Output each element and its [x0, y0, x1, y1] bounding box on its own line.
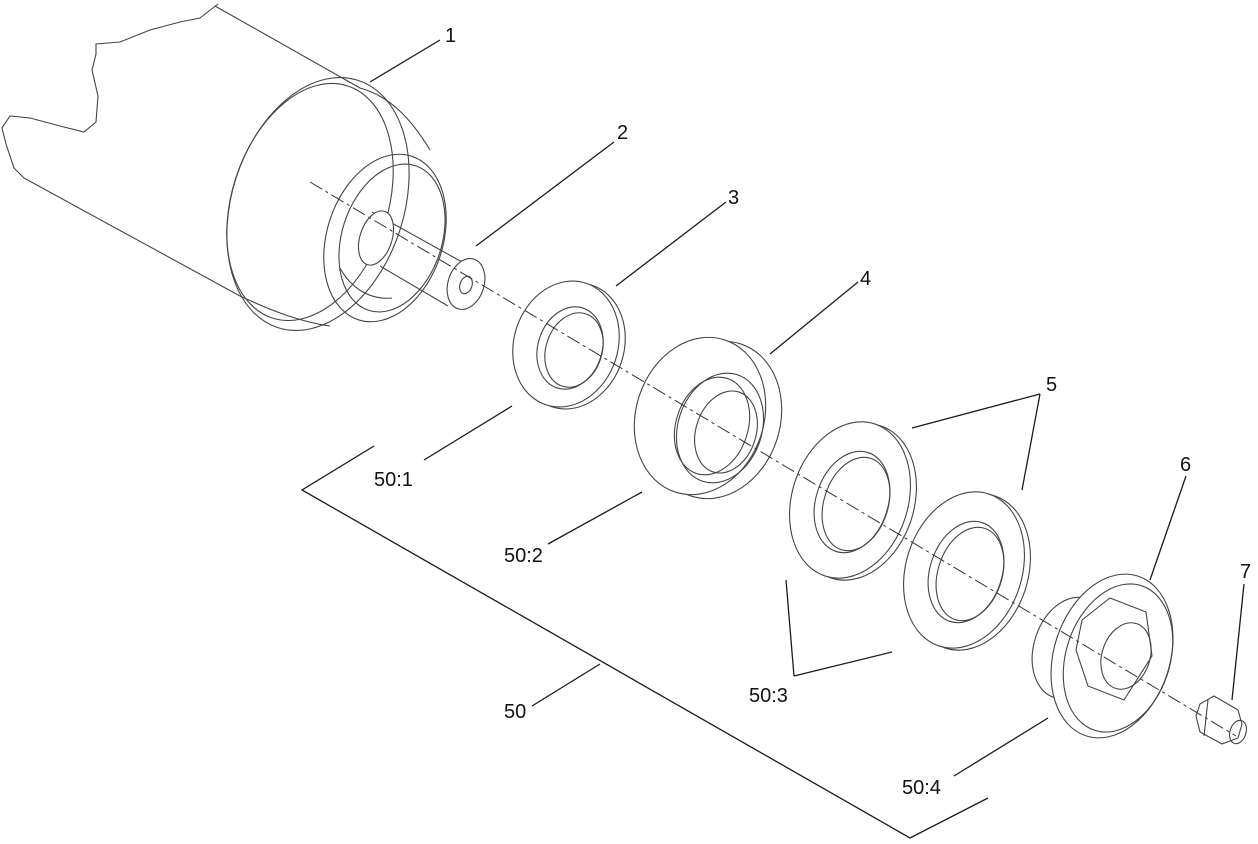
callout-2: 2 [617, 122, 628, 144]
leader-lines [369, 39, 1245, 777]
callout-50: 50 [504, 701, 526, 723]
callout-1: 1 [445, 25, 456, 47]
seal-ring-3 [512, 280, 626, 410]
washer-5a [789, 421, 917, 581]
flanged-nut-6 [1031, 573, 1174, 739]
washer-5b [903, 491, 1031, 651]
callout-50-1: 50:1 [374, 469, 413, 491]
callout-50-2: 50:2 [504, 545, 543, 567]
callout-50-3: 50:3 [749, 685, 788, 707]
callout-labels: 1 2 3 4 5 6 7 50:1 50:2 50:3 50 50:4 [374, 25, 1251, 799]
callout-5: 5 [1046, 374, 1057, 396]
center-axis [309, 181, 1237, 737]
bearing-4 [633, 336, 783, 500]
housing-arm [1, 3, 447, 332]
callout-7: 7 [1240, 561, 1251, 583]
callout-50-4: 50:4 [902, 777, 941, 799]
callout-4: 4 [860, 268, 871, 290]
callout-3: 3 [728, 187, 739, 209]
shaft [357, 210, 486, 310]
assembly-bracket [300, 445, 989, 839]
callout-6: 6 [1180, 454, 1191, 476]
grease-fitting-7 [1195, 695, 1248, 745]
